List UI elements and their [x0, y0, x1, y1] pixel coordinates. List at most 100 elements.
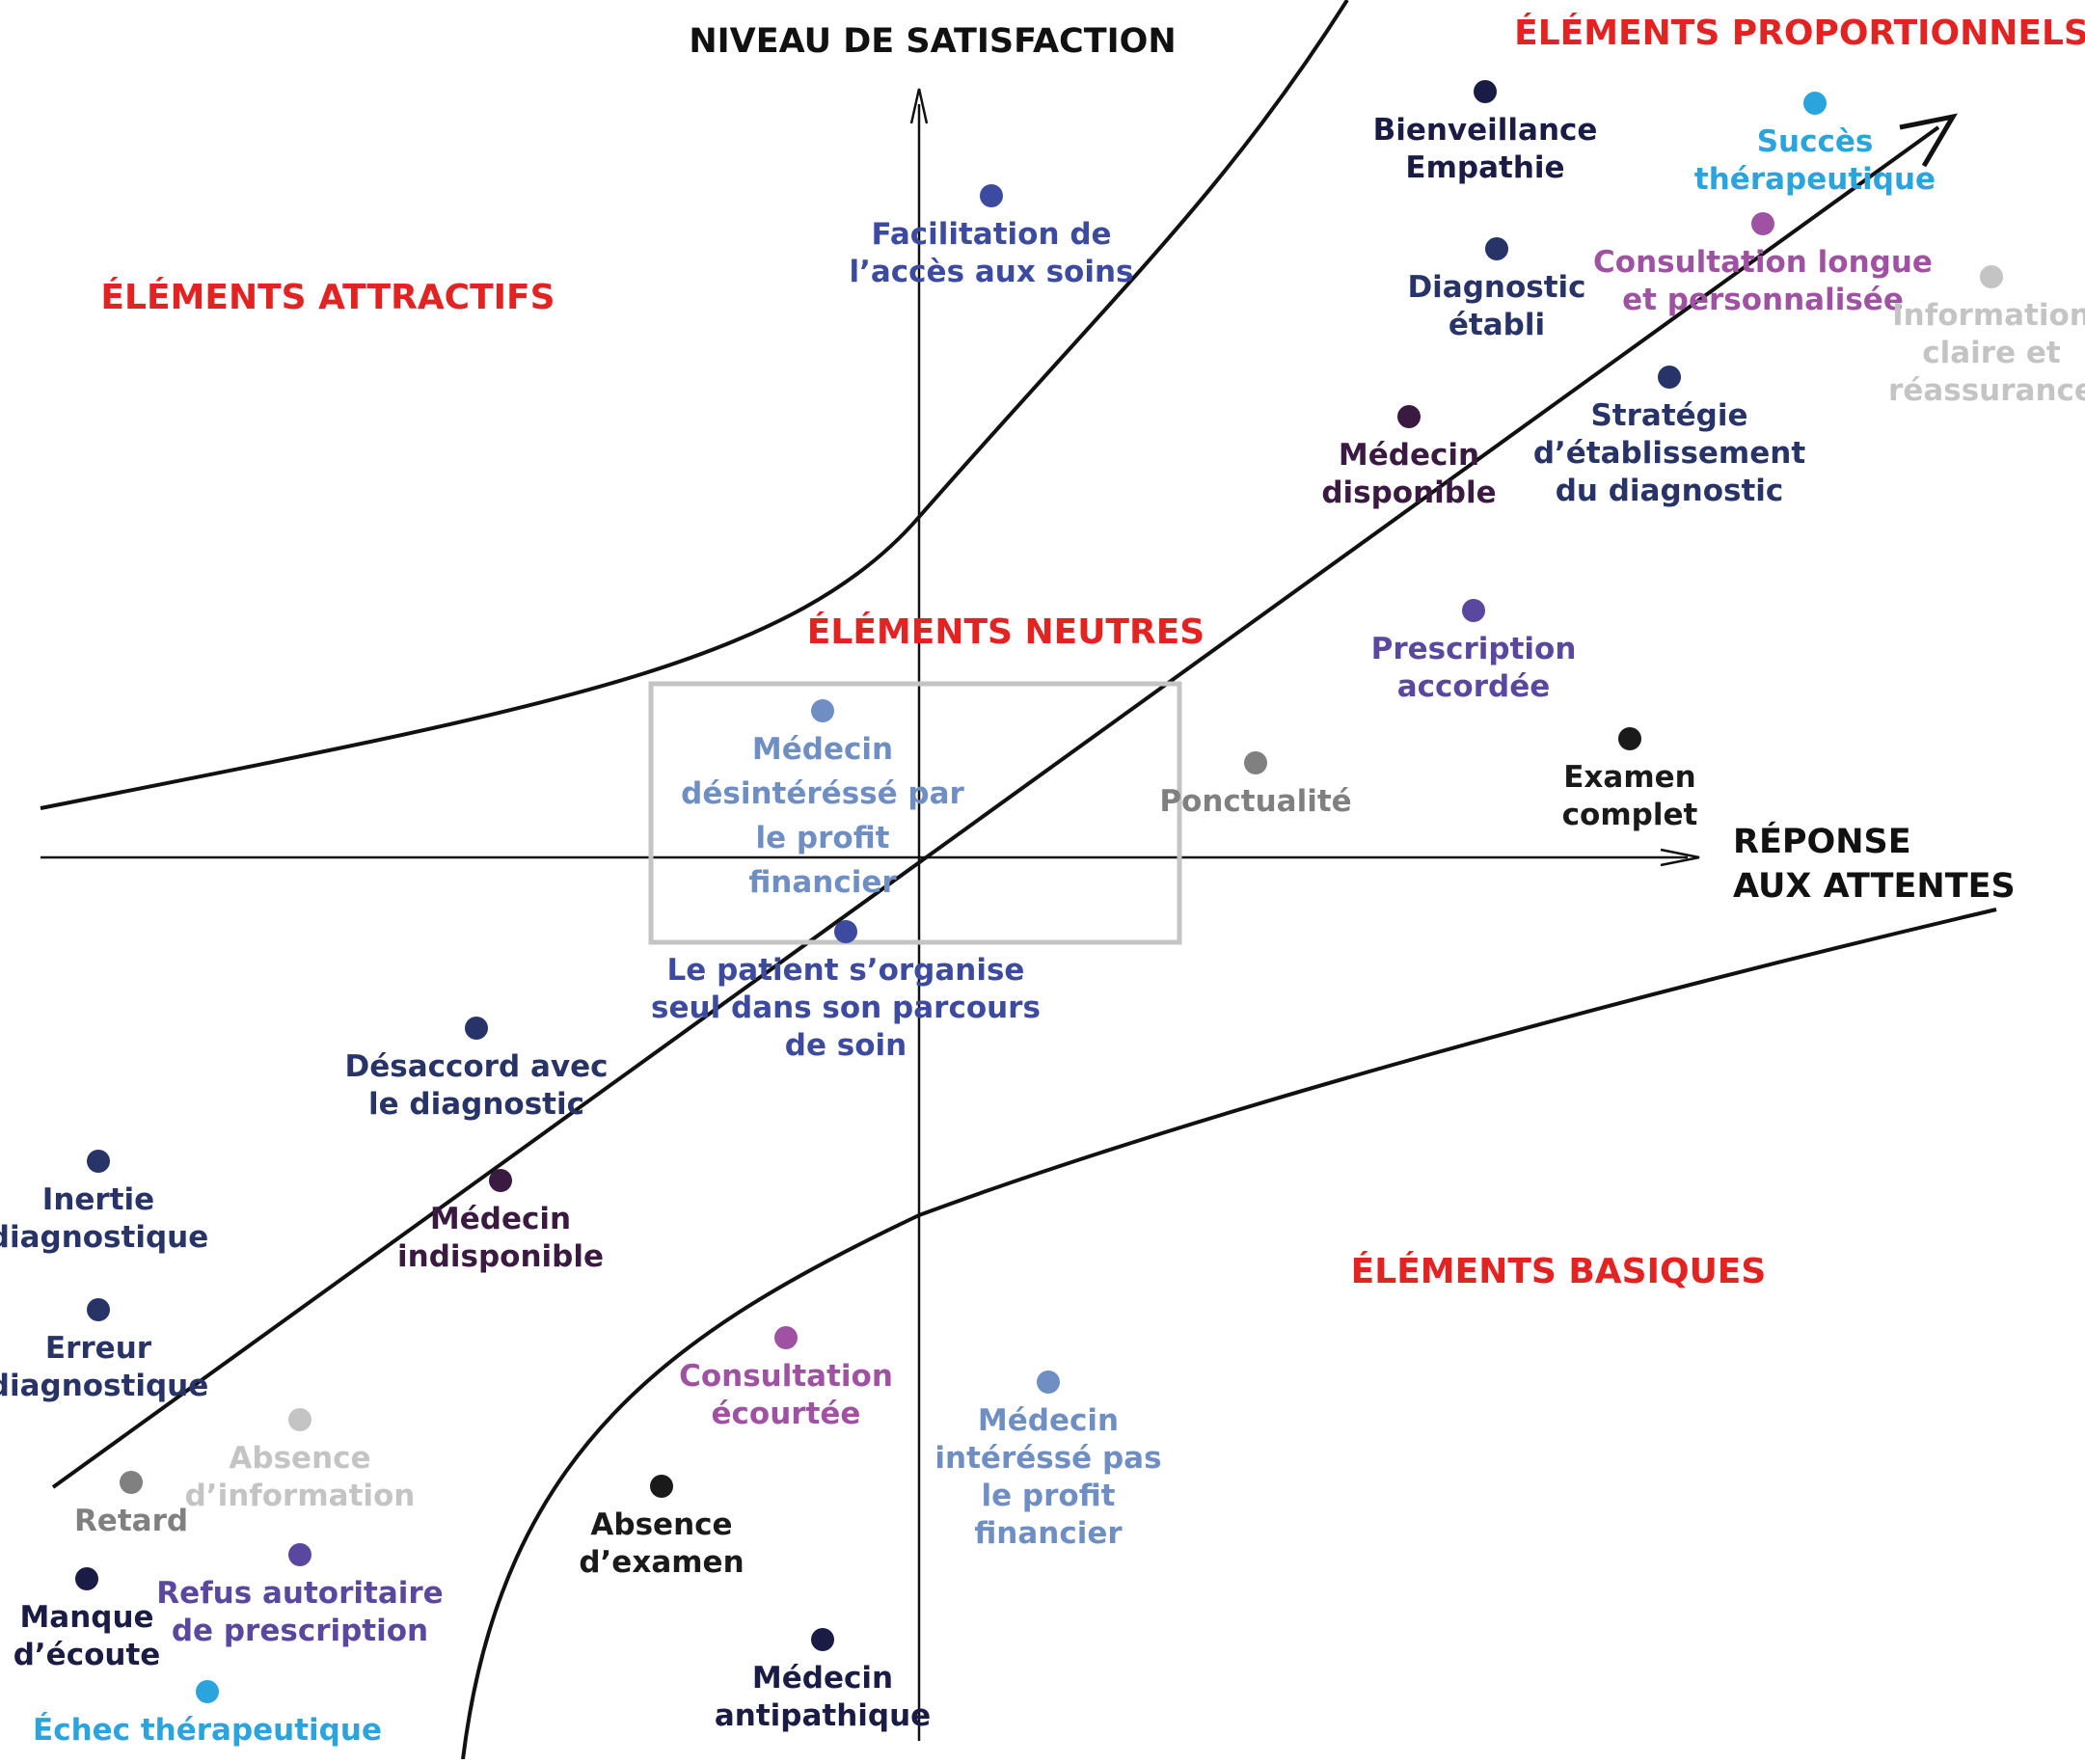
point-label: Le patient s’organise	[667, 953, 1025, 988]
point-marker	[1751, 212, 1774, 235]
point-label: Stratégie	[1590, 398, 1747, 433]
point-label: le profit	[981, 1479, 1115, 1513]
point-label: Absence	[229, 1441, 370, 1476]
point-label: antipathique	[715, 1698, 931, 1733]
proportional-line	[51, 125, 1940, 1489]
point-label: thérapeutique	[1694, 162, 1936, 197]
point-echec: Échec thérapeutique	[33, 1680, 382, 1748]
point-label: le profit	[755, 821, 889, 855]
point-medecin-desinteresse: Médecin désintéréssé par le profit financie…	[681, 699, 965, 900]
point-marker	[489, 1169, 512, 1192]
point-label: intéréssé pas	[934, 1441, 1161, 1476]
point-label: Ponctualité	[1159, 784, 1351, 819]
points-layer: Facilitation del’accès aux soins Bienveil…	[0, 80, 2085, 1748]
point-label: indisponible	[397, 1239, 604, 1274]
point-label: Empathie	[1405, 150, 1564, 185]
point-marker	[1037, 1370, 1060, 1394]
point-marker	[811, 699, 834, 722]
point-label: réassurance	[1888, 373, 2085, 408]
point-ponctualite: Ponctualité	[1159, 751, 1352, 819]
point-facilitation: Facilitation del’accès aux soins	[849, 184, 1134, 289]
point-label: Manque	[19, 1600, 153, 1635]
point-retard: Retard	[74, 1471, 188, 1538]
point-marker	[288, 1543, 311, 1566]
point-label: Médecin	[752, 732, 893, 767]
point-label: et personnalisée	[1622, 283, 1904, 317]
point-label: Diagnostic	[1407, 270, 1585, 305]
point-marker	[1397, 405, 1421, 428]
point-marker	[1658, 366, 1681, 389]
zone-title-proportionnels: ÉLÉMENTS PROPORTIONNELS	[1514, 13, 2085, 53]
point-label: complet	[1562, 798, 1698, 832]
point-label: d’examen	[579, 1545, 744, 1580]
point-label: Échec thérapeutique	[33, 1713, 382, 1748]
attractive-curve	[40, 0, 1349, 810]
zone-title-neutres: ÉLÉMENTS NEUTRES	[807, 611, 1205, 652]
point-label: accordée	[1397, 669, 1551, 704]
point-marker	[811, 1628, 834, 1651]
point-marker	[774, 1326, 798, 1349]
neutral-zone-box	[648, 681, 1182, 945]
basic-curve	[461, 908, 1997, 1760]
point-label: Refus autoritaire	[156, 1576, 443, 1611]
point-label: Erreur	[45, 1331, 152, 1366]
y-axis-title: NIVEAU DE SATISFACTION	[689, 22, 1176, 61]
point-label: disponible	[1321, 475, 1496, 510]
point-label: du diagnostic	[1556, 474, 1784, 508]
point-marker	[75, 1567, 98, 1590]
point-marker	[1980, 265, 2003, 288]
point-label: de prescription	[172, 1614, 428, 1648]
point-marker	[120, 1471, 143, 1494]
point-label: Médecin	[752, 1661, 893, 1696]
zone-title-attractifs: ÉLÉMENTS ATTRACTIFS	[100, 277, 555, 317]
point-label: Consultation longue	[1593, 245, 1933, 280]
point-label: financier	[748, 865, 897, 900]
point-marker	[196, 1680, 219, 1703]
point-label: Médecin	[430, 1202, 571, 1236]
y-axis-arrowhead	[909, 88, 929, 124]
point-label: seul dans son parcours	[651, 991, 1041, 1025]
point-marker	[87, 1298, 110, 1321]
point-label: Médecin	[978, 1403, 1119, 1438]
point-label: Facilitation de	[871, 217, 1111, 252]
point-label: claire et	[1922, 336, 2061, 370]
point-label: Absence	[590, 1507, 732, 1542]
point-label: diagnostique	[0, 1369, 208, 1403]
point-marker	[1485, 237, 1508, 260]
point-label: diagnostique	[0, 1220, 208, 1255]
point-marker	[980, 184, 1003, 207]
point-label: le diagnostic	[368, 1087, 584, 1122]
point-label: établi	[1449, 308, 1545, 342]
point-marker	[834, 920, 857, 943]
point-label: d’information	[185, 1479, 416, 1513]
point-label: Information	[1892, 298, 2085, 333]
zone-title-basiques: ÉLÉMENTS BASIQUES	[1351, 1251, 1767, 1291]
proportional-arrowhead	[1899, 113, 1958, 168]
point-label: Consultation	[679, 1359, 893, 1394]
point-label: l’accès aux soins	[849, 255, 1133, 289]
point-label: désintéréssé par	[681, 776, 964, 811]
point-marker	[1462, 599, 1485, 622]
point-label: d’établissement	[1533, 436, 1805, 471]
